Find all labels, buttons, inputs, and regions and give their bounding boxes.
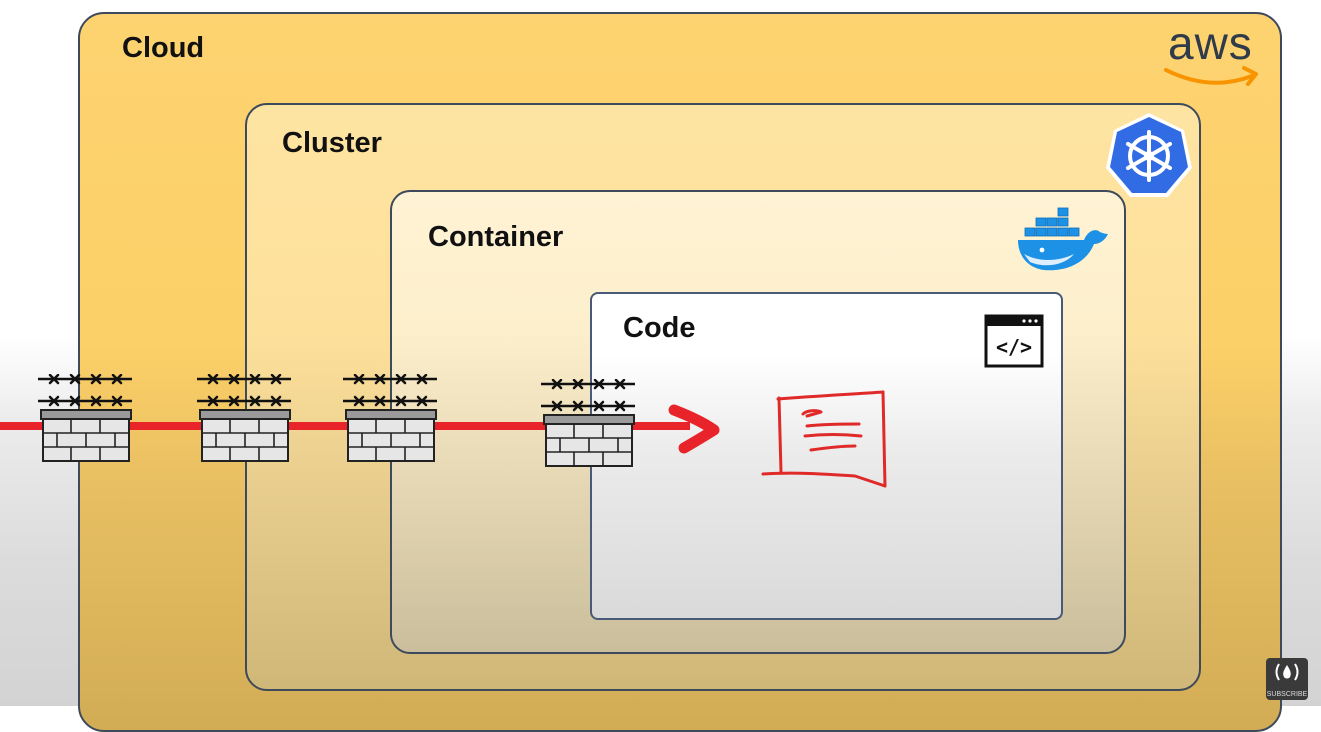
code-label: Code [623,312,696,344]
container-label: Container [428,221,564,253]
firewall-icon [343,374,437,462]
code-window-icon: </> [984,314,1044,368]
document-sketch-icon [761,390,887,488]
aws-logo-text: aws [1168,17,1253,69]
subscribe-badge[interactable]: SUBSCRIBE [1266,658,1308,700]
firewall-icon [541,379,635,467]
code-layer [590,292,1063,620]
subscribe-label: SUBSCRIBE [1266,691,1308,698]
flame-icon [1275,663,1299,681]
code-window-text: </> [996,335,1032,359]
cluster-label: Cluster [282,127,382,159]
firewall-icon [197,374,291,462]
kubernetes-wheel-icon [1106,113,1192,197]
cloud-label: Cloud [122,32,205,64]
docker-whale-icon [1018,207,1108,271]
firewall-icon [38,374,132,462]
aws-smile-icon [1164,66,1258,86]
